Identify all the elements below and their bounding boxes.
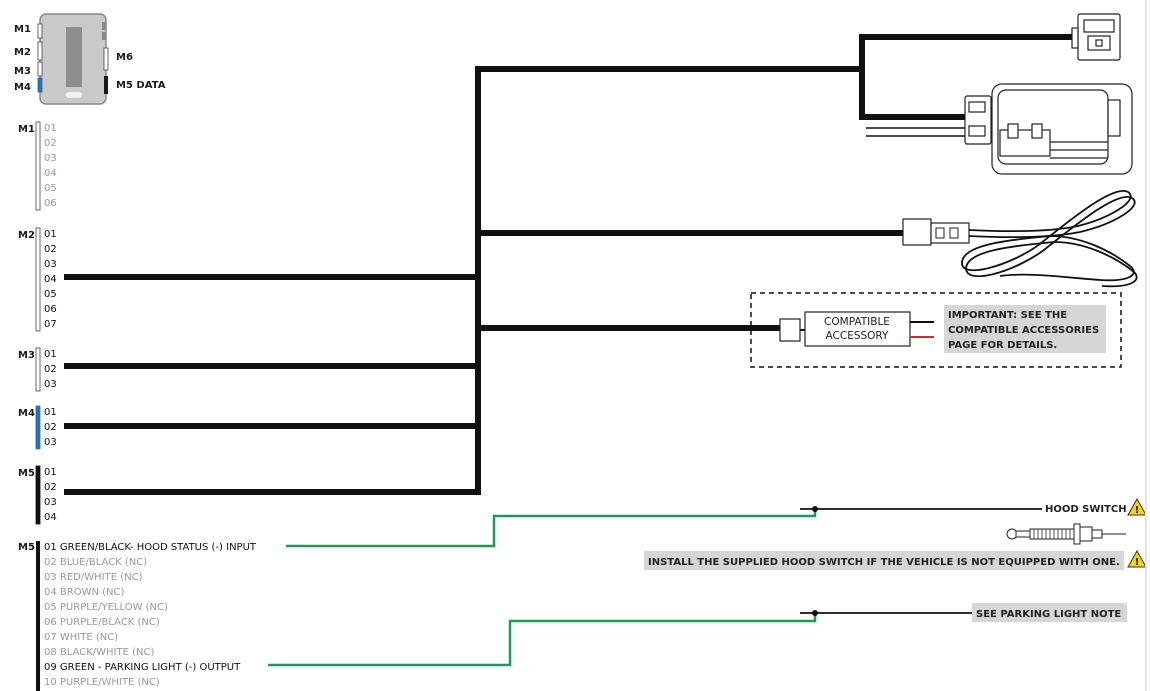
module-label-m1: M1 (14, 24, 31, 35)
connector-strip (35, 347, 41, 392)
parking-note-bg (972, 603, 1127, 622)
control-unit-icon (964, 83, 1133, 175)
accessory-section (750, 292, 1122, 368)
connector-label: M5 (18, 468, 35, 479)
accessory-label-line1: COMPATIBLE (824, 316, 890, 328)
hood-switch-note: INSTALL THE SUPPLIED HOOD SWITCH IF THE … (648, 557, 1120, 568)
accessory-note-line1: IMPORTANT: SEE THE (948, 310, 1067, 321)
module-label-m3: M3 (14, 66, 31, 77)
module-label-m4: M4 (14, 82, 31, 93)
accessory-label-line2: ACCESSORY (826, 330, 890, 342)
connector-label: M1 (18, 124, 35, 135)
module-label-m5-data: M5 DATA (116, 80, 166, 91)
accessory-box (804, 311, 911, 347)
main-bus (64, 34, 1080, 495)
m5-wire-item: 10 PURPLE/WHITE (NC) (44, 677, 160, 688)
warning-icon: ! (1127, 549, 1147, 568)
connector-label: M2 (18, 230, 35, 241)
module-icon (37, 13, 109, 105)
module-label-m2: M2 (14, 47, 31, 58)
connector-pin: 07 (44, 319, 57, 330)
connector-strip (35, 465, 41, 525)
connector-pin: 03 (44, 153, 57, 164)
connector-m2: M2 01 02 03 04 05 06 07 (18, 227, 57, 332)
connector-m1: M1 01 02 03 04 05 06 (18, 121, 57, 211)
connector-pin: 06 (44, 198, 57, 209)
m5-wire-item: 07 WHITE (NC) (44, 632, 118, 643)
module-label-m6: M6 (116, 52, 133, 63)
m5-wire-item: 08 BLACK/WHITE (NC) (44, 647, 154, 658)
connector-pin: 03 (44, 437, 57, 448)
connector-pin: 03 (44, 379, 57, 390)
m5-wire-item: 03 RED/WHITE (NC) (44, 572, 143, 583)
connector-pin: 01 (44, 123, 57, 134)
connector-m4: M4 01 02 03 (18, 405, 57, 450)
m5-wire-list: M5 01 GREEN/BLACK- HOOD STATUS (-) INPUT 0… (18, 541, 257, 691)
m5-wire-item: 09 GREEN - PARKING LIGHT (-) OUTPUT (44, 662, 241, 673)
svg-text:!: ! (1135, 505, 1140, 516)
m5-wire-item: 05 PURPLE/YELLOW (NC) (44, 602, 168, 613)
connector-pin: 01 (44, 467, 57, 478)
parking-light-label: SEE PARKING LIGHT NOTE (976, 609, 1121, 620)
hood-switch-label: HOOD SWITCH (1045, 504, 1127, 515)
coiled-antenna-icon (902, 189, 1138, 288)
connector-strip (35, 405, 41, 450)
accessory-note-line3: PAGE FOR DETAILS. (948, 340, 1057, 351)
connector-pin: 03 (44, 259, 57, 270)
warning-icon: ! (1127, 497, 1147, 516)
m5-wire-list-label: M5 (18, 542, 35, 553)
black-leads (800, 508, 1042, 614)
m5-wire-item: 01 GREEN/BLACK- HOOD STATUS (-) INPUT (44, 542, 257, 553)
harness-connector-icon (1071, 13, 1121, 61)
hood-switch-icon (1006, 523, 1126, 545)
connector-pin: 04 (44, 512, 57, 523)
connector-pin: 02 (44, 422, 57, 433)
connector-pin: 02 (44, 482, 57, 493)
connector-pin: 01 (44, 229, 57, 240)
connector-pin: 03 (44, 497, 57, 508)
connector-pin: 02 (44, 138, 57, 149)
connector-m5: M5 01 02 03 04 (18, 465, 57, 525)
svg-text:!: ! (1135, 557, 1140, 568)
connector-pin: 02 (44, 364, 57, 375)
connector-strip (35, 121, 41, 211)
connector-pin: 06 (44, 304, 57, 315)
connector-m3: M3 01 02 03 (18, 347, 57, 392)
m5-wire-strip (36, 541, 40, 691)
green-wires (268, 509, 817, 667)
thin-wires (866, 127, 965, 137)
connector-pin: 02 (44, 244, 57, 255)
m5-wire-item: 04 BROWN (NC) (44, 587, 124, 598)
connector-pin: 04 (44, 274, 57, 285)
connector-label: M4 (18, 408, 35, 419)
connector-label: M3 (18, 350, 35, 361)
connector-pin: 01 (44, 349, 57, 360)
m5-wire-item: 02 BLUE/BLACK (NC) (44, 557, 147, 568)
accessory-note-line2: COMPATIBLE ACCESSORIES (948, 325, 1099, 336)
connector-pin: 04 (44, 168, 57, 179)
hood-note-bg (644, 551, 1124, 570)
connector-pin: 01 (44, 407, 57, 418)
m5-wire-item: 06 PURPLE/BLACK (NC) (44, 617, 160, 628)
connector-pin: 05 (44, 289, 57, 300)
connector-pin: 05 (44, 183, 57, 194)
connector-strip (35, 227, 41, 332)
